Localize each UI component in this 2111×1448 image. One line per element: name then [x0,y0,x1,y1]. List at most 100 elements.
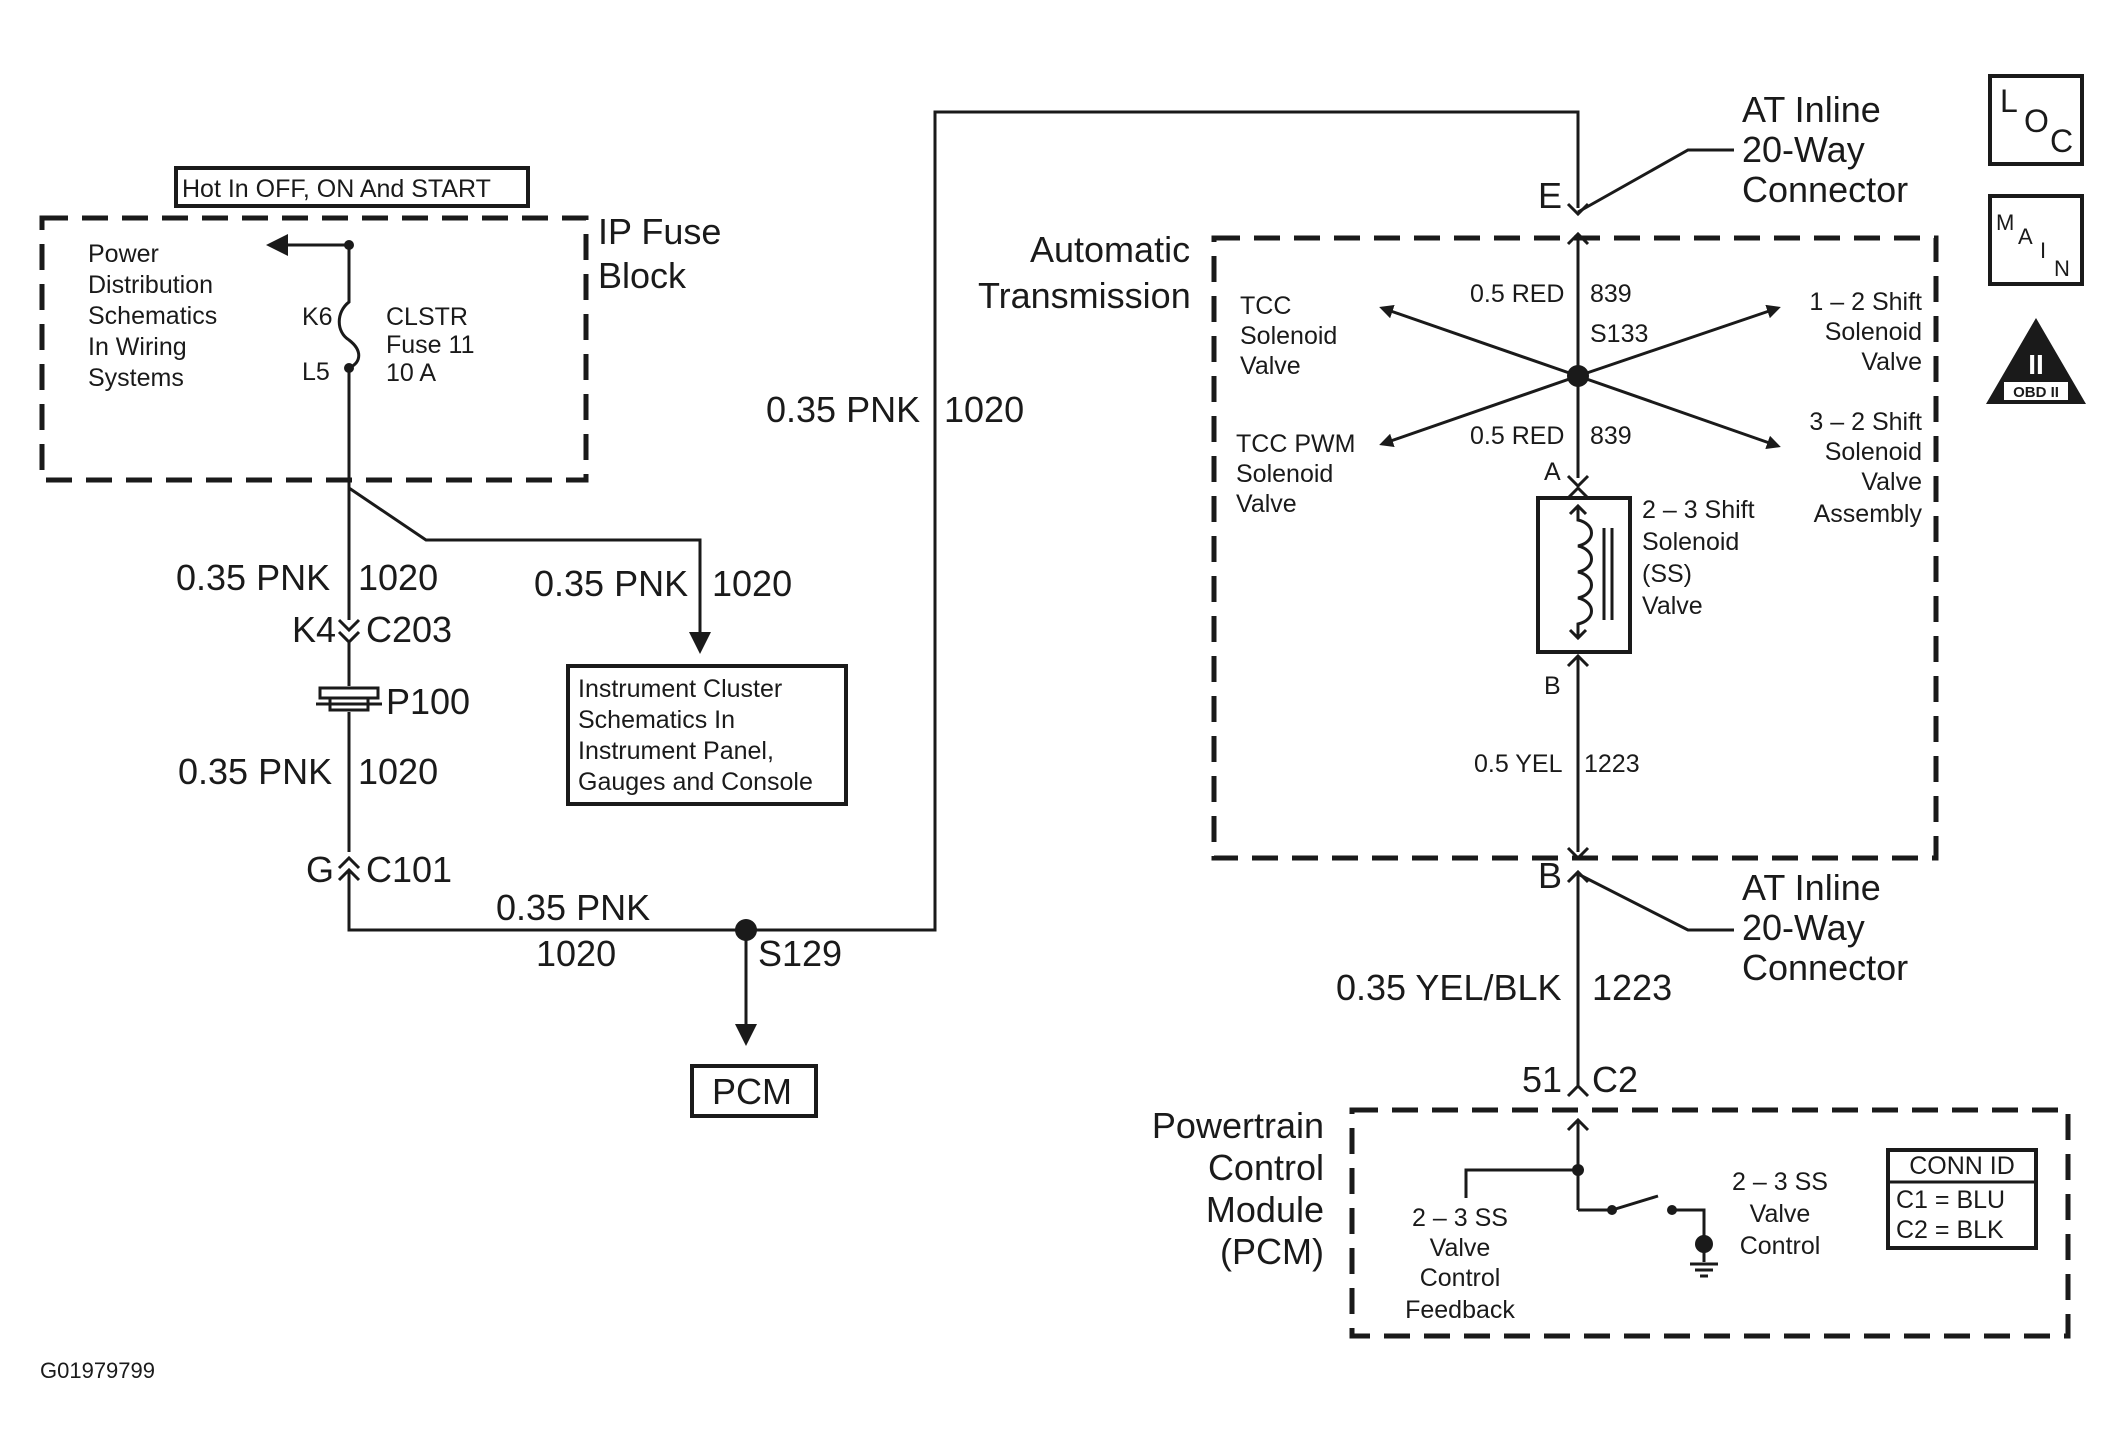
pcm-module-outline [1349,1107,2071,1339]
valve-control-feedback-label: 2 – 3 SS Valve Control Feedback [1405,1204,1515,1324]
loc-icon[interactable]: L O C [1988,74,2084,166]
svg-text:TCC PWM: TCC PWM [1236,430,1355,458]
svg-text:Instrument Cluster: Instrument Cluster [578,675,782,703]
obd-ii-icon[interactable]: II OBD II [1986,318,2086,404]
wire-vertical-circuit: 1020 [944,389,1024,430]
shift-23-solenoid-valve-label: 2 – 3 Shift Solenoid (SS) Valve [1642,496,1755,620]
svg-text:Connector: Connector [1742,169,1908,210]
svg-text:Feedback: Feedback [1405,1296,1515,1324]
svg-text:Connector: Connector [1742,947,1908,988]
automatic-transmission-outline [1211,235,1939,861]
svg-text:Valve: Valve [1861,468,1922,496]
svg-text:AT Inline: AT Inline [1742,89,1881,130]
svg-text:OBD II: OBD II [2013,384,2059,401]
svg-text:P100: P100 [386,681,470,722]
p100-grommet: P100 [316,681,470,722]
svg-text:E: E [1538,175,1562,216]
wire-839-lower-circuit: 839 [1590,422,1632,450]
ip-fuse-block-outline [39,215,589,483]
svg-text:Automatic: Automatic [1030,229,1190,270]
svg-text:Schematics In: Schematics In [578,706,735,734]
wire-839-lower-color: 0.5 RED [1470,422,1564,450]
wire-mid-circuit: 1020 [358,751,438,792]
svg-text:Control: Control [1740,1232,1821,1260]
svg-text:51: 51 [1522,1059,1562,1100]
svg-text:II: II [2028,349,2044,380]
svg-text:Fuse 11: Fuse 11 [386,331,474,359]
wire-839-upper-circuit: 839 [1590,280,1632,308]
splice-s129-label: S129 [758,933,842,974]
wire-1020-bottom [347,110,1580,932]
fuse-pin-l5: L5 [302,358,330,386]
svg-text:Solenoid: Solenoid [1825,318,1922,346]
svg-text:Transmission: Transmission [978,275,1191,316]
svg-text:2 – 3 Shift: 2 – 3 Shift [1642,496,1755,524]
pcm-reference-box: PCM [690,1064,818,1118]
connector-c101: G C101 [306,849,452,890]
shift-12-solenoid-valve-label: 1 – 2 Shift Solenoid Valve [1809,288,1922,376]
svg-text:AT Inline: AT Inline [1742,867,1881,908]
svg-text:(PCM): (PCM) [1220,1231,1324,1272]
wire-branch-color: 0.35 PNK [534,563,688,604]
svg-text:10 A: 10 A [386,359,436,387]
wire-yel-color: 0.5 YEL [1474,750,1563,778]
connector-at-inline-top: E AT Inline 20-Way Connector [1538,89,1908,246]
svg-text:Schematics: Schematics [88,302,217,330]
svg-text:Valve: Valve [1642,592,1703,620]
svg-text:Distribution: Distribution [88,271,213,299]
shift-32-solenoid-valve-label: 3 – 2 Shift Solenoid Valve Assembly [1809,408,1922,528]
wire-bottom-circuit: 1020 [536,933,616,974]
wire-yelblk-circuit: 1223 [1592,967,1672,1008]
svg-text:L: L [2000,83,2018,119]
splice-s133 [1379,304,1781,449]
svg-text:Valve: Valve [1236,490,1297,518]
fuse-pin-k6: K6 [302,303,333,331]
svg-text:Assembly: Assembly [1814,500,1923,528]
svg-text:C2: C2 [1592,1059,1638,1100]
ground-node [1695,1235,1713,1253]
svg-text:PCM: PCM [712,1071,792,1112]
shift-23-solenoid-valve: A B [1536,458,1632,700]
supply-condition-box: Hot In OFF, ON And START [174,166,530,208]
svg-text:C101: C101 [366,849,452,890]
svg-text:1 – 2 Shift: 1 – 2 Shift [1809,288,1922,316]
svg-text:Control: Control [1420,1264,1501,1292]
svg-text:C1 = BLU: C1 = BLU [1896,1186,2005,1214]
svg-text:K4: K4 [292,609,336,650]
wire-1020-branch [348,486,711,654]
instrument-cluster-reference-box: Instrument Cluster Schematics In Instrum… [566,664,848,806]
svg-text:In Wiring: In Wiring [88,333,187,361]
svg-text:C2 = BLK: C2 = BLK [1896,1216,2004,1244]
ip-fuse-block-label: IP Fuse Block [598,211,721,296]
main-icon[interactable]: M A I N [1988,194,2084,286]
valve-control-label: 2 – 3 SS Valve Control [1732,1168,1828,1260]
svg-text:Control: Control [1208,1147,1324,1188]
wire-yelblk-color: 0.35 YEL/BLK [1336,967,1562,1008]
svg-text:Solenoid: Solenoid [1240,322,1337,350]
svg-text:Valve: Valve [1750,1200,1811,1228]
connector-at-inline-bottom: B AT Inline 20-Way Connector [1538,846,1908,988]
figure-id: G01979799 [40,1358,155,1383]
wire-upper-circuit: 1020 [358,557,438,598]
svg-text:Powertrain: Powertrain [1152,1105,1324,1146]
pcm-module-label: Powertrain Control Module (PCM) [1152,1105,1324,1272]
svg-text:Instrument Panel,: Instrument Panel, [578,737,774,765]
connector-pcm-c2: 51 C2 [1522,1059,1638,1132]
svg-text:C203: C203 [366,609,452,650]
fuse-11-label: CLSTR Fuse 11 10 A [386,303,474,387]
svg-text:20-Way: 20-Way [1742,907,1865,948]
svg-text:Systems: Systems [88,364,184,392]
wire-upper-color: 0.35 PNK [176,557,330,598]
ground-icon [1690,1252,1718,1278]
svg-text:O: O [2024,103,2049,139]
svg-text:3 – 2 Shift: 3 – 2 Shift [1809,408,1922,436]
tcc-pwm-solenoid-valve-label: TCC PWM Solenoid Valve [1236,430,1355,518]
svg-text:2 – 3 SS: 2 – 3 SS [1732,1168,1828,1196]
svg-text:CONN ID: CONN ID [1909,1152,2015,1180]
svg-text:Solenoid: Solenoid [1642,528,1739,556]
svg-text:Gauges and Console: Gauges and Console [578,768,813,796]
svg-text:B: B [1538,855,1562,896]
svg-text:G: G [306,849,334,890]
svg-text:Module: Module [1206,1189,1324,1230]
